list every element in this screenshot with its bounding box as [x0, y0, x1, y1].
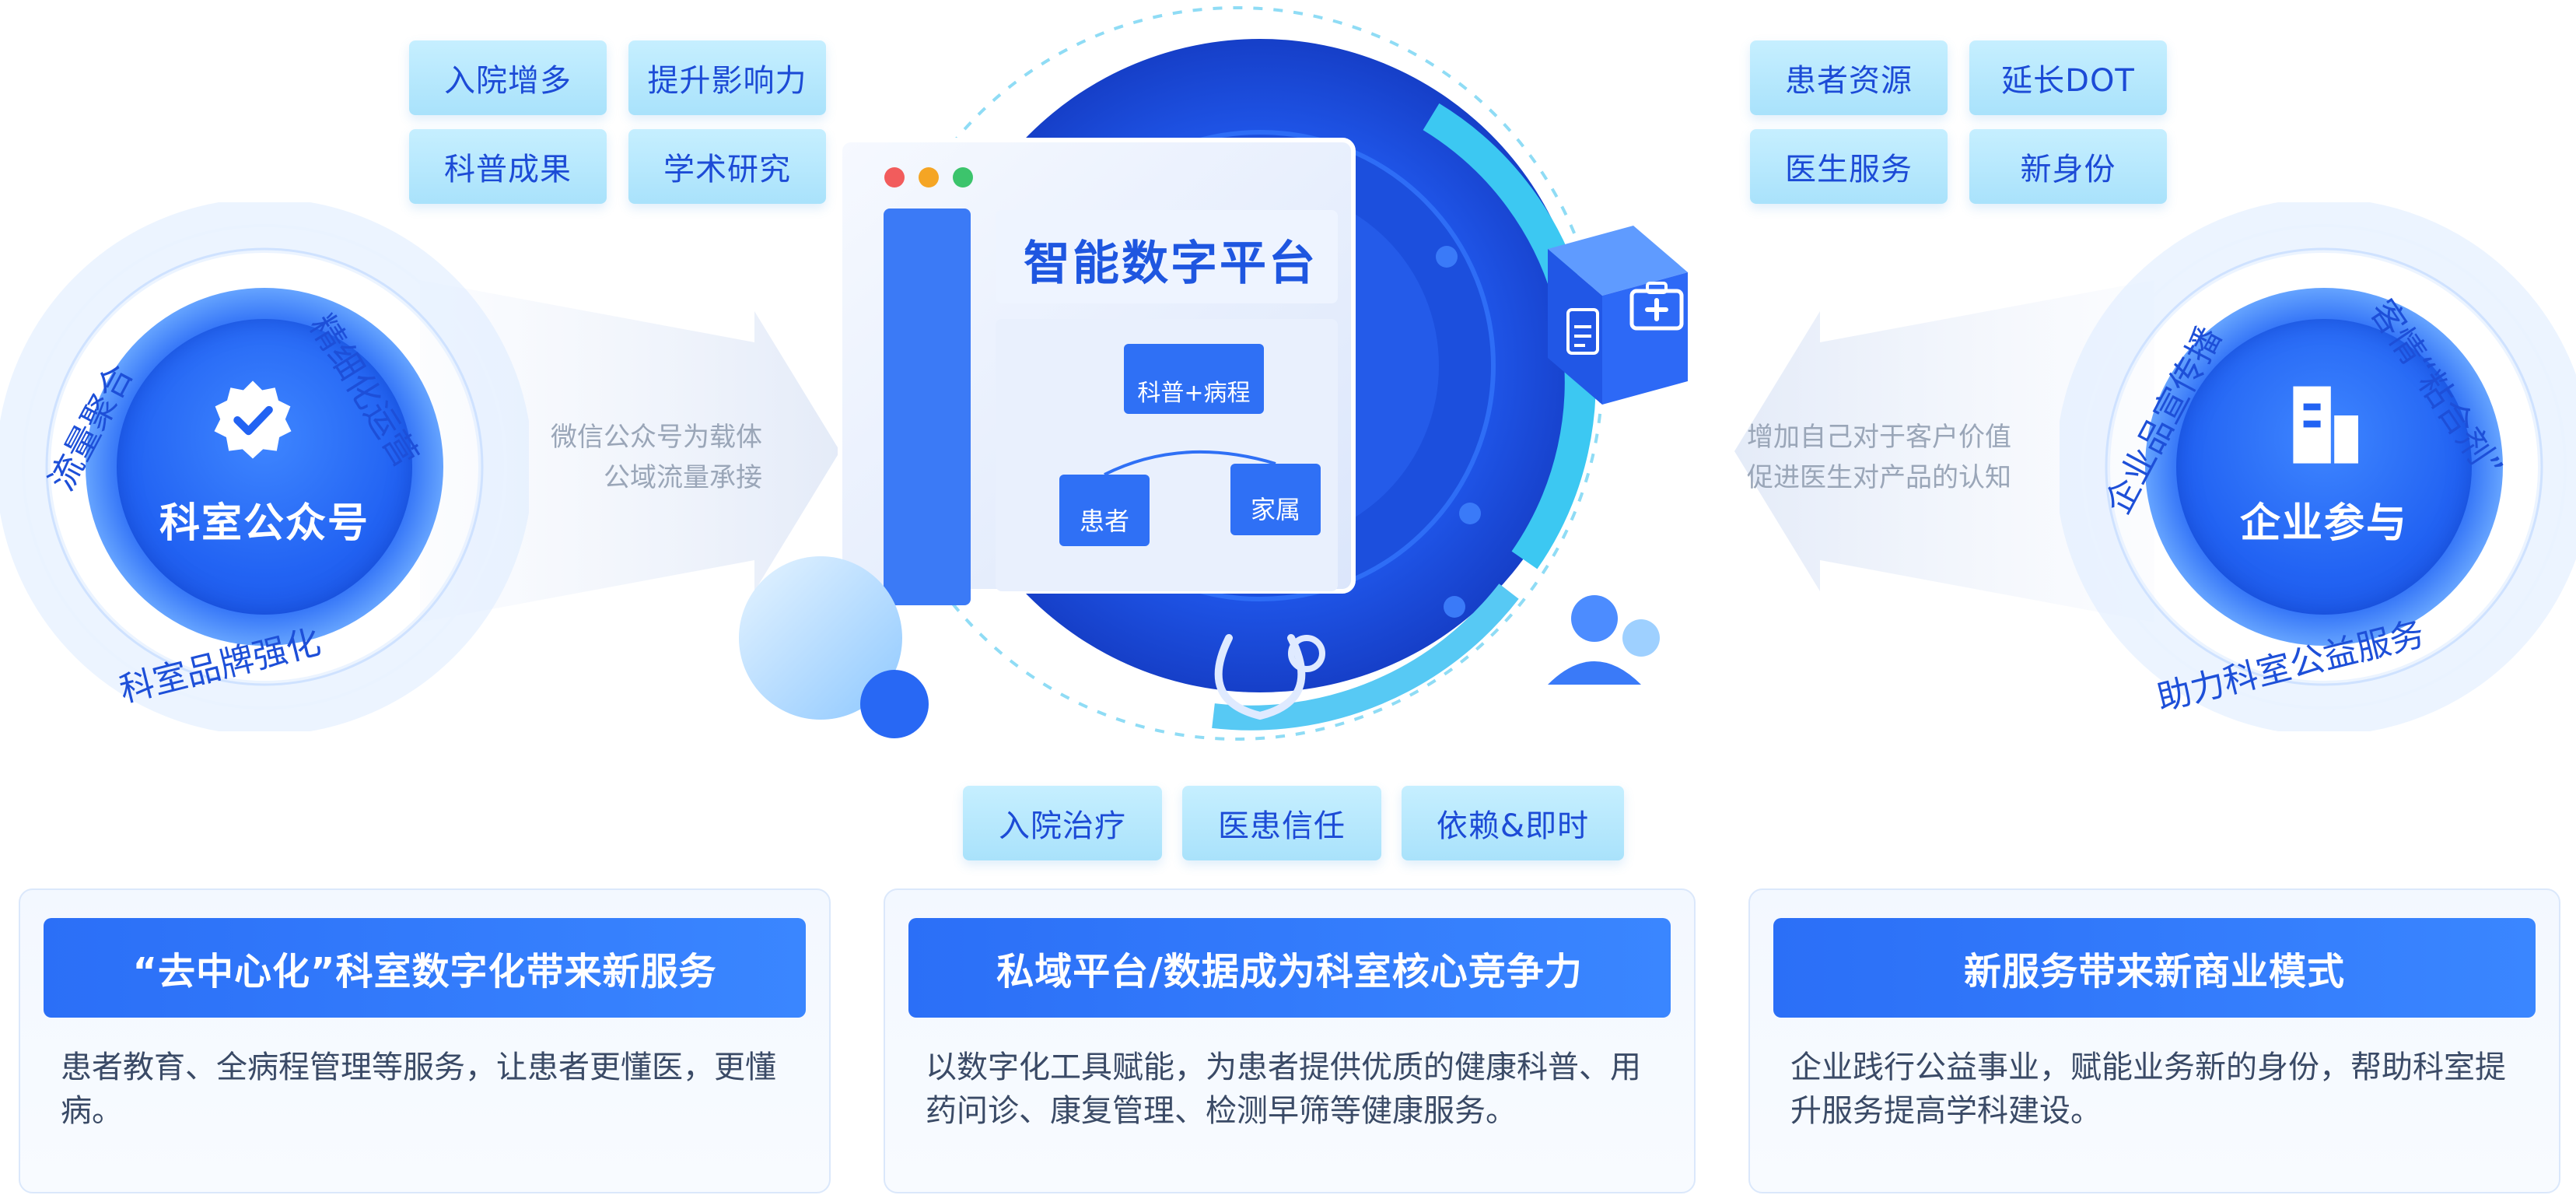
clipboard-icon	[1566, 308, 1599, 355]
left-ring-title: 科室公众号	[159, 500, 369, 547]
cube-right	[1602, 272, 1688, 405]
left-caption: 微信公众号为载体 公域流量承接	[467, 417, 762, 498]
tag-doctor-service: 医生服务	[1750, 129, 1948, 204]
node-right-box	[1230, 464, 1321, 535]
platform-illustration	[739, 6, 1688, 741]
node-right-label: 家属	[1250, 495, 1300, 524]
left-ring: 科室公众号 流量聚合 精细化运营 科室品牌强化	[0, 202, 529, 731]
tag-admission-increase: 入院增多	[409, 40, 607, 115]
panel-1-body: 患者教育、全病程管理等服务，让患者更懂医，更懂病。	[61, 1050, 776, 1129]
tag-extend-dot: 延长DOT	[1969, 40, 2167, 115]
tag-new-identity: 新身份	[1969, 129, 2167, 204]
tag-patient-resources: 患者资源	[1750, 40, 1948, 115]
panel-1-title: “去中心化”科室数字化带来新服务	[44, 918, 806, 1018]
left-flow-arrow	[420, 280, 840, 622]
left-caption-line-1: 微信公众号为载体	[551, 422, 762, 453]
right-ring-core	[2176, 319, 2472, 615]
node-connector	[1104, 450, 1276, 476]
left-ring-segments	[0, 202, 529, 731]
building-icon	[2293, 386, 2358, 464]
ball-small	[860, 670, 929, 738]
panel-new-business-model: 新服务带来新商业模式 企业践行公益事业，赋能业务新的身份，帮助科室提升服务提高学…	[1748, 888, 2560, 1193]
panel-3-title: 新服务带来新商业模式	[1773, 918, 2536, 1018]
ball-large	[739, 556, 902, 720]
cube-top	[1548, 226, 1688, 296]
window-sidebar	[884, 209, 971, 605]
stethoscope-icon	[1214, 634, 1306, 720]
tag-doctor-patient-trust: 医患信任	[1182, 786, 1381, 860]
tag-science-results: 科普成果	[409, 129, 607, 204]
panel-2-body: 以数字化工具赋能，为患者提供优质的健康科普、用药问诊、康复管理、检测早筛等健康服…	[926, 1050, 1641, 1129]
panel-2-title: 私域平台/数据成为科室核心竞争力	[908, 918, 1671, 1018]
tag-admission-treatment: 入院治疗	[963, 786, 1162, 860]
medical-kit-icon	[1629, 282, 1684, 331]
tag-academic-research: 学术研究	[628, 129, 826, 204]
right-flow-arrow	[1734, 280, 2154, 622]
window-dot-yellow	[919, 167, 939, 187]
right-ring: 企业参与 企业品宣传播 客情“粘合剂” 助力科室公益服务	[2060, 202, 2576, 731]
right-caption: 增加自己对于客户价值 促进医生对产品的认知	[1747, 417, 2074, 498]
window-dot-green	[953, 167, 973, 187]
window-dot-red	[884, 167, 905, 187]
node-left-label: 患者	[1079, 506, 1129, 536]
node-top-box	[1124, 344, 1264, 414]
right-ring-segments	[2060, 202, 2576, 731]
left-caption-line-2: 公域流量承接	[604, 462, 762, 493]
panel-private-domain: 私域平台/数据成为科室核心竞争力 以数字化工具赋能，为患者提供优质的健康科普、用…	[884, 888, 1696, 1193]
left-ring-core	[117, 319, 412, 615]
platform-title: 智能数字平台	[1024, 237, 1318, 291]
panel-decentralized-service: “去中心化”科室数字化带来新服务 患者教育、全病程管理等服务，让患者更懂医，更懂…	[19, 888, 831, 1193]
node-top-label: 科普+病程	[1137, 380, 1251, 407]
right-ring-title: 企业参与	[2239, 500, 2408, 547]
right-caption-line-1: 增加自己对于客户价值	[1747, 422, 2011, 453]
tag-reliance-instant: 依赖&即时	[1402, 786, 1624, 860]
panel-3-body: 企业践行公益事业，赋能业务新的身份，帮助科室提升服务提高学科建设。	[1790, 1050, 2506, 1129]
node-left-box	[1059, 475, 1150, 546]
tag-influence: 提升影响力	[628, 40, 826, 115]
person-icon-head	[1571, 595, 1618, 642]
right-caption-line-2: 促进医生对产品的认知	[1747, 462, 2011, 493]
verified-badge-icon	[214, 380, 292, 459]
